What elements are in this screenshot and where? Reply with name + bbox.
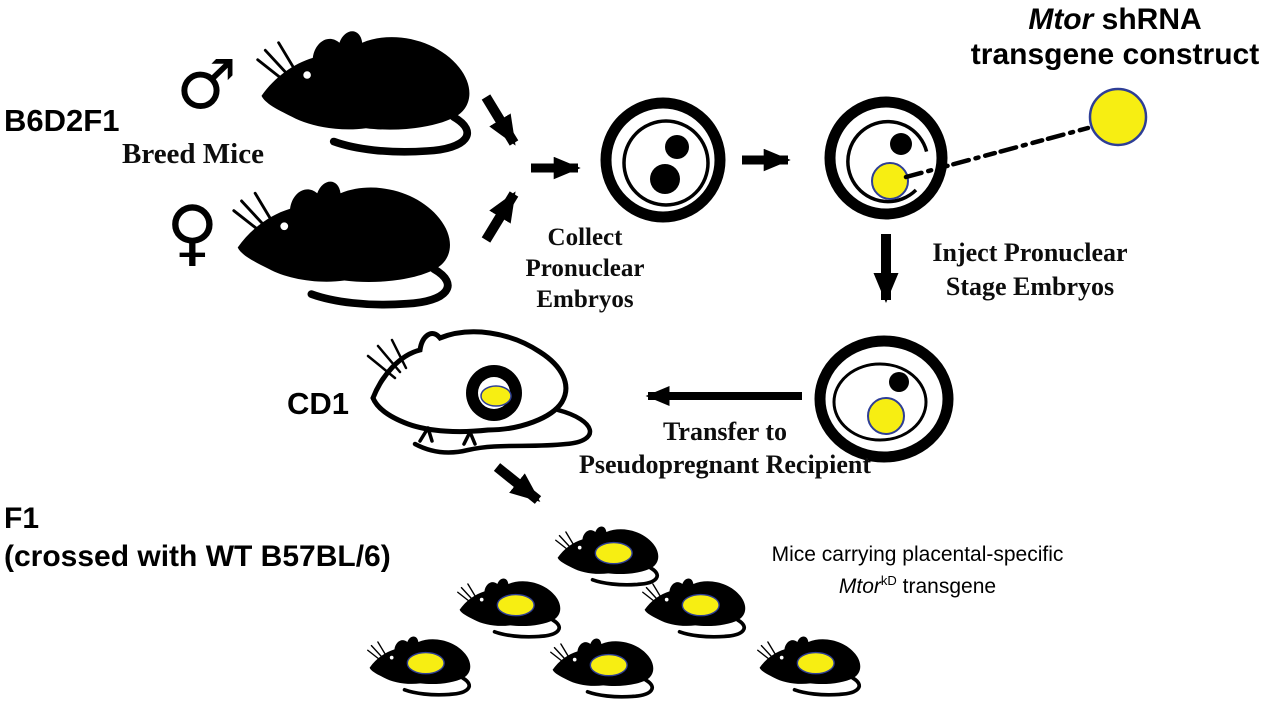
litter-mouse	[556, 526, 659, 584]
female-mouse-silhouette	[234, 182, 450, 305]
f1-label: F1 (crossed with WT B57BL/6)	[4, 502, 391, 573]
construct-title: Mtor shRNA transgene construct	[970, 3, 1260, 71]
litter-mouse	[643, 578, 746, 636]
breed-mice-label: Breed Mice	[122, 138, 264, 170]
caption-gene: Mtor	[838, 575, 881, 598]
b6d2f1-label: B6D2F1	[4, 103, 120, 138]
male-symbol: ♂	[176, 46, 237, 125]
pronuclear-embryo-icon	[600, 97, 726, 223]
construct-gene: Mtor	[1028, 3, 1094, 36]
transferred-embryo-icon	[814, 335, 954, 463]
breeder-arrow-female	[481, 191, 519, 243]
implanted-embryo-icon	[466, 365, 522, 421]
litter-mouse	[551, 638, 654, 696]
injection-needle	[903, 125, 1091, 180]
transgene-construct-circle	[1088, 87, 1148, 147]
inject-step-label: Inject Pronuclear Stage Embryos	[932, 238, 1128, 301]
arrow-recipient-to-litter	[493, 463, 542, 504]
cd1-recipient-mouse	[366, 329, 592, 455]
transfer-step-label: Transfer to Pseudopregnant Recipient	[578, 417, 872, 479]
litter-mouse	[458, 578, 561, 636]
litter-mouse	[368, 636, 471, 694]
female-symbol: ♀	[166, 190, 219, 274]
collect-step-label: Collect Pronuclear Embryos	[525, 224, 645, 313]
breeder-arrow-male	[481, 94, 519, 146]
caption-label: Mice carrying placental-specific MtorkD …	[771, 543, 1064, 598]
injected-embryo-icon	[824, 96, 948, 220]
litter-mouse	[758, 636, 861, 694]
male-mouse-silhouette	[258, 31, 470, 152]
cd1-label: CD1	[287, 386, 350, 421]
